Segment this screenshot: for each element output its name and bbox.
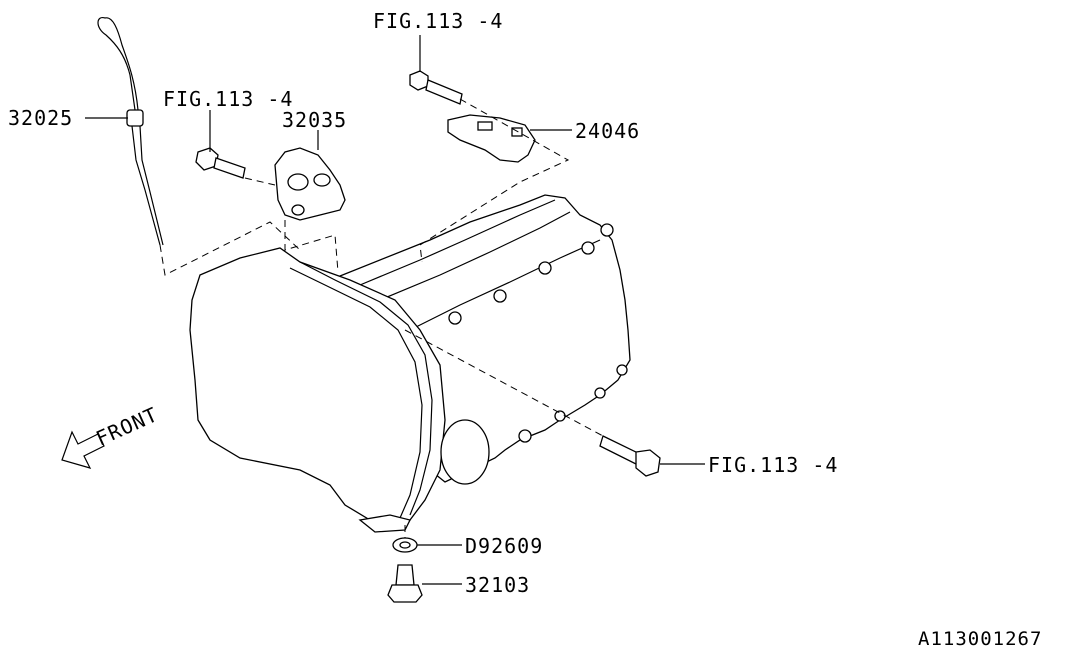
- label-fig-ref-top: FIG.113 -4: [373, 9, 503, 33]
- diagram-code: A113001267: [918, 628, 1042, 650]
- label-24046: 24046: [575, 119, 640, 143]
- label-fig-ref-right: FIG.113 -4: [708, 453, 838, 477]
- label-d92609: D92609: [465, 534, 543, 558]
- front-label: FRONT: [92, 402, 161, 450]
- bracket-24046: [447, 114, 536, 163]
- bolt-top: [409, 70, 463, 105]
- bolt-left: [195, 147, 246, 179]
- gasket-part: [392, 537, 418, 553]
- transmission-case: [189, 194, 631, 533]
- drain-plug-part: [387, 564, 423, 603]
- label-32103: 32103: [465, 573, 530, 597]
- label-32035: 32035: [282, 108, 347, 132]
- leader-lines: [85, 35, 705, 585]
- label-fig-ref-left: FIG.113 -4: [163, 87, 293, 111]
- front-direction-arrow: FRONT: [61, 402, 162, 469]
- assembly-lines: [159, 98, 604, 538]
- dipstick-part: [97, 16, 164, 246]
- bolt-right: [599, 435, 661, 477]
- bracket-32035: [274, 147, 346, 221]
- label-32025: 32025: [8, 106, 73, 130]
